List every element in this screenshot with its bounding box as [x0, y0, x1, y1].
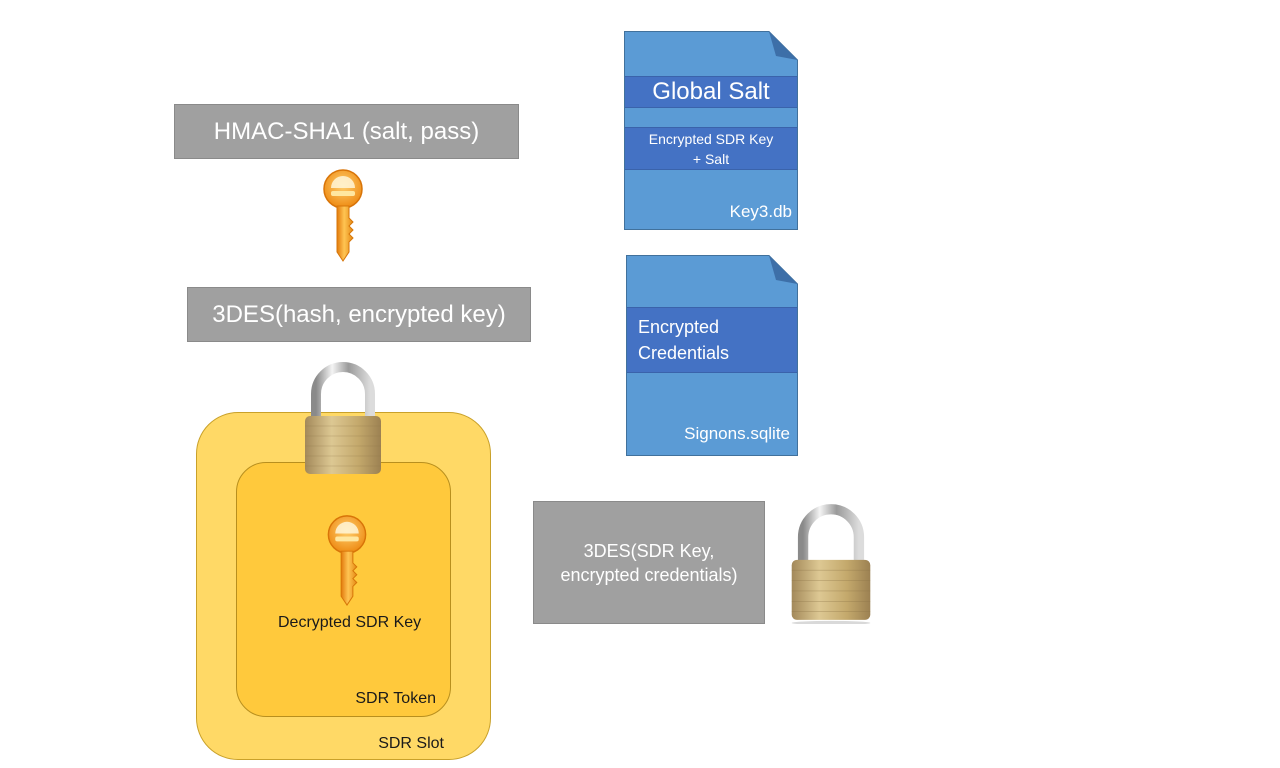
3des-credentials-line2: encrypted credentials) — [560, 564, 738, 585]
sdr-token: SDR Token — [236, 462, 451, 717]
key3-db-file: Global Salt Encrypted SDR Key + Salt Key… — [624, 31, 798, 230]
credentials-label: Credentials — [638, 343, 730, 363]
3des-hash-label: 3DES(hash, encrypted key) — [212, 300, 506, 328]
hmac-sha1-label: HMAC-SHA1 (salt, pass) — [213, 117, 480, 145]
decrypted-key-icon — [327, 515, 367, 606]
padlock-icon — [305, 362, 381, 474]
sdr-token-label: SDR Token — [355, 690, 436, 707]
key3-db-filename: Key3.db — [729, 202, 792, 221]
3des-credentials-line1: 3DES(SDR Key, — [583, 540, 715, 561]
salt-label: + Salt — [692, 150, 730, 167]
hmac-sha1-box: HMAC-SHA1 (salt, pass) — [174, 104, 519, 159]
encrypted-label: Encrypted — [638, 317, 720, 337]
encrypted-sdr-key-label: Encrypted SDR Key — [648, 130, 774, 147]
encrypted-credentials-field: Encrypted Credentials — [627, 307, 797, 373]
signons-sqlite-file: Encrypted Credentials Signons.sqlite — [626, 255, 798, 456]
decrypted-sdr-key-label: Decrypted SDR Key — [278, 614, 422, 631]
3des-hash-box: 3DES(hash, encrypted key) — [187, 287, 531, 342]
sdr-slot-label: SDR Slot — [378, 735, 444, 752]
3des-credentials-box: 3DES(SDR Key, encrypted credentials) — [533, 501, 765, 624]
padlock-icon — [791, 504, 871, 624]
encrypted-sdr-key-field: Encrypted SDR Key + Salt — [625, 127, 797, 170]
key-icon — [323, 169, 363, 262]
signons-sqlite-filename: Signons.sqlite — [684, 424, 790, 443]
global-salt-label: Global Salt — [652, 78, 770, 105]
global-salt-field: Global Salt — [625, 76, 797, 108]
